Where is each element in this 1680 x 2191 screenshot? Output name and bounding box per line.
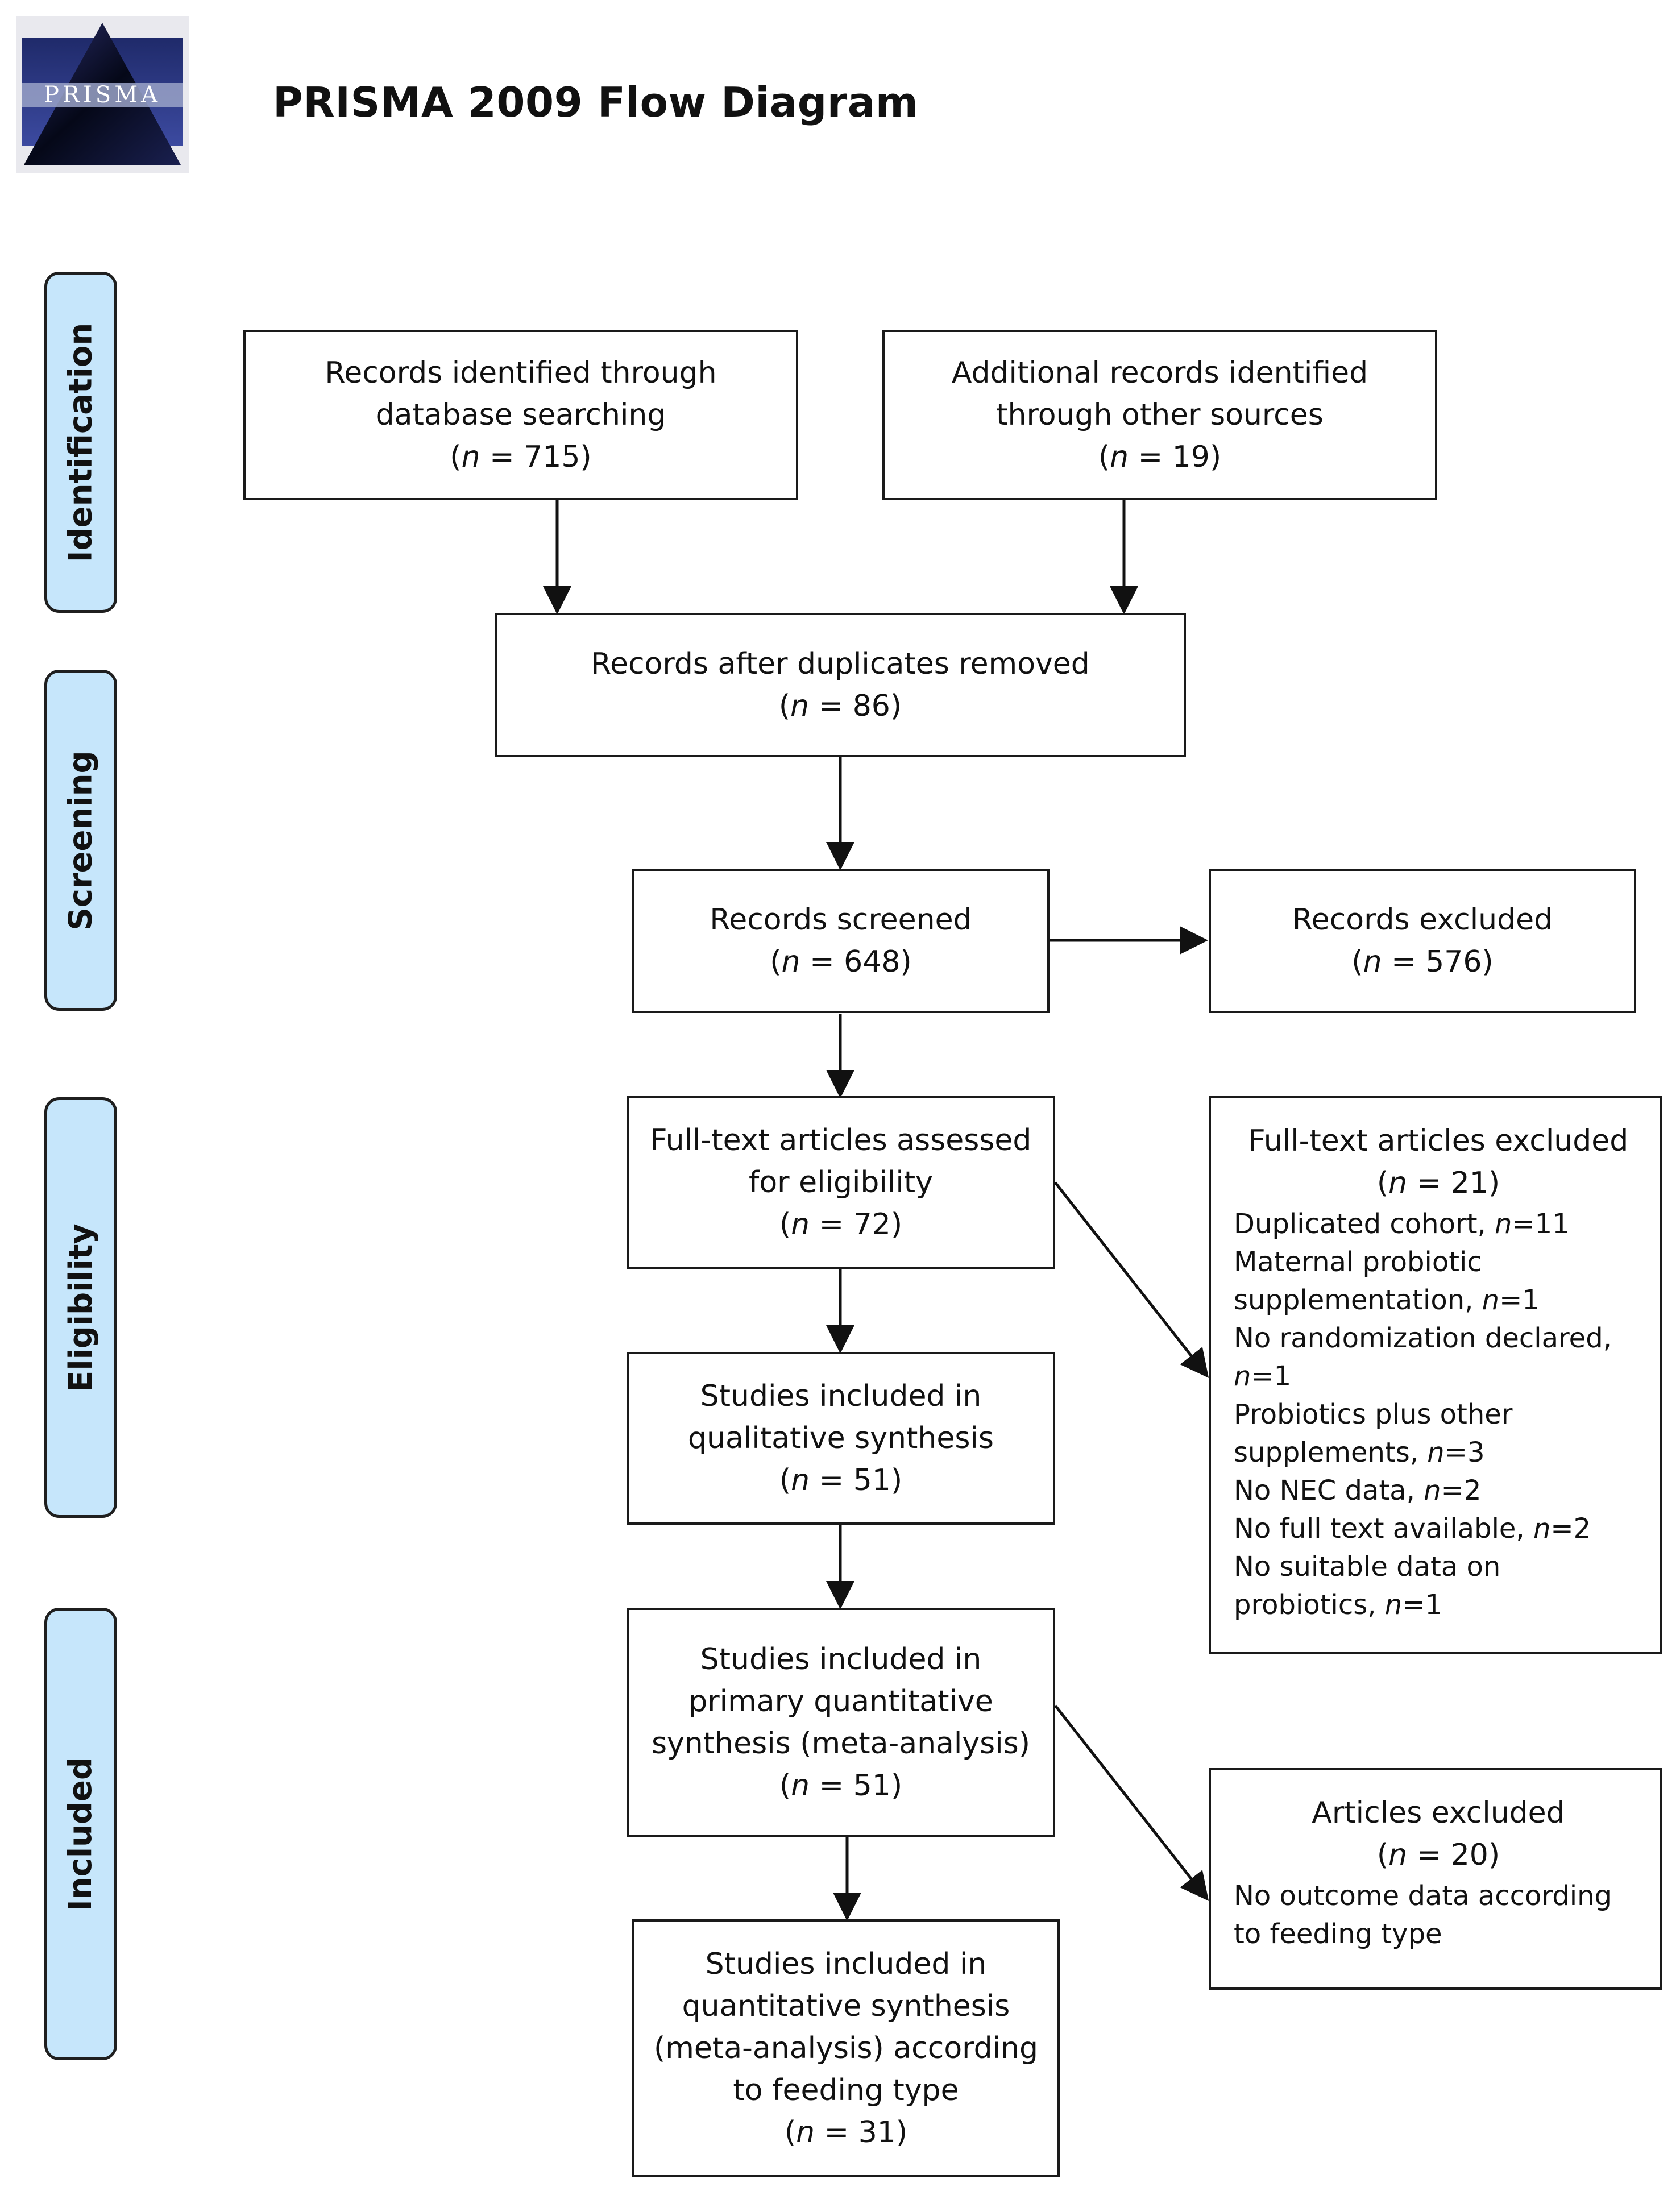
box-text-line: Articles excluded <box>1312 1796 1565 1830</box>
box-records-after-duplicates: Records after duplicates removed (n = 86) <box>495 613 1186 757</box>
exclusion-reason: No full text available, n=2 <box>1234 1513 1591 1545</box>
box-text-line: Full-text articles excluded <box>1248 1124 1629 1158</box>
box-primary-quantitative: Studies included in primary quantitative s… <box>627 1608 1055 1837</box>
box-qualitative-synthesis: Studies included in qualitative synthesis… <box>627 1352 1055 1525</box>
box-records-database: Records identified through database searc… <box>243 330 798 500</box>
box-text-line: quantitative synthesis <box>682 1989 1010 2023</box>
stage-eligibility: Eligibility <box>44 1097 117 1518</box>
box-text-line: Records identified through <box>325 356 717 390</box>
box-text-line: Studies included in <box>705 1947 987 1981</box>
exclusion-reason: Maternal probiotic supplementation, n=1 <box>1234 1246 1540 1316</box>
box-text-line: for eligibility <box>749 1165 933 1200</box>
box-text: Full-text articles assessed for eligibili… <box>629 1119 1053 1246</box>
box-count: (n = 715) <box>450 440 592 474</box>
box-count: (n = 31) <box>784 2115 908 2149</box>
box-text: Records excluded (n = 576) <box>1211 899 1634 983</box>
box-count: (n = 51) <box>779 1463 903 1497</box>
box-text-line: qualitative synthesis <box>688 1421 994 1455</box>
box-count: (n = 576) <box>1351 945 1494 979</box>
box-text: Records screened (n = 648) <box>634 899 1047 983</box>
box-text: Records identified through database searc… <box>246 352 796 478</box>
arrow-primary-to-artexcluded <box>1054 1704 1209 1901</box>
box-text-line: synthesis (meta-analysis) <box>651 1727 1031 1761</box>
stage-identification: Identification <box>44 272 117 613</box>
box-text: Additional records identified through oth… <box>885 352 1435 478</box>
exclusion-reason: No NEC data, n=2 <box>1234 1475 1482 1507</box>
box-fulltext-excluded: Full-text articles excluded (n = 21) Dupli… <box>1209 1096 1662 1654</box>
box-text: Studies included in qualitative synthesis… <box>629 1375 1053 1501</box>
exclusion-reasons: No outcome data according to feeding typ… <box>1234 1877 1643 1953</box>
box-text-line: Full-text articles assessed <box>650 1123 1032 1157</box>
box-count: (n = 648) <box>770 945 912 979</box>
box-text-line: Studies included in <box>700 1379 982 1413</box>
box-text-line: Records excluded <box>1292 903 1553 937</box>
exclusion-reason: No outcome data according to feeding typ… <box>1234 1880 1612 1950</box>
logo-text: PRISMA <box>44 82 161 108</box>
box-count: (n = 20) <box>1376 1838 1500 1872</box>
exclusion-reason: Duplicated cohort, n=11 <box>1234 1208 1570 1240</box>
box-text: Articles excluded (n = 20) <box>1234 1792 1643 1876</box>
box-count: (n = 86) <box>778 689 902 723</box>
box-records-screened: Records screened (n = 648) <box>632 869 1050 1013</box>
box-text-line: database searching <box>375 398 666 432</box>
box-text-line: (meta-analysis) according <box>653 2031 1039 2065</box>
box-text: Studies included in primary quantitative s… <box>629 1638 1053 1807</box>
prisma-logo: PRISMA <box>16 16 189 173</box>
stage-included: Included <box>44 1608 117 2060</box>
diagram-title: PRISMA 2009 Flow Diagram <box>273 78 919 126</box>
box-count: (n = 19) <box>1098 440 1222 474</box>
box-count: (n = 72) <box>779 1207 903 1242</box>
stage-screening: Screening <box>44 670 117 1011</box>
box-records-excluded: Records excluded (n = 576) <box>1209 869 1636 1013</box>
box-feeding-type-synthesis: Studies included in quantitative synthesi… <box>632 1919 1060 2177</box>
box-text: Studies included in quantitative synthesi… <box>634 1943 1057 2153</box>
exclusion-reason: Probiotics plus other supplements, n=3 <box>1234 1399 1513 1468</box>
box-text: Records after duplicates removed (n = 86) <box>497 643 1184 727</box>
exclusion-reason: No suitable data on probiotics, n=1 <box>1234 1551 1501 1621</box>
box-text-line: Additional records identified <box>951 356 1368 390</box>
box-count: (n = 21) <box>1376 1166 1500 1200</box>
box-text-line: Records after duplicates removed <box>591 647 1090 681</box>
box-text-line: through other sources <box>996 398 1324 432</box>
box-articles-excluded: Articles excluded (n = 20) No outcome data… <box>1209 1768 1662 1990</box>
box-count: (n = 51) <box>779 1769 903 1803</box>
box-text-line: Records screened <box>710 903 972 937</box>
box-text-line: primary quantitative <box>688 1684 993 1719</box>
exclusion-reason: No randomization declared, n=1 <box>1234 1322 1612 1392</box>
box-records-other-sources: Additional records identified through oth… <box>882 330 1437 500</box>
box-fulltext-assessed: Full-text articles assessed for eligibili… <box>627 1096 1055 1269</box>
box-text-line: Studies included in <box>700 1642 982 1677</box>
box-text: Full-text articles excluded (n = 21) <box>1234 1120 1643 1204</box>
box-text-line: to feeding type <box>733 2073 959 2107</box>
arrow-fulltext-to-ftexcluded <box>1054 1181 1209 1378</box>
